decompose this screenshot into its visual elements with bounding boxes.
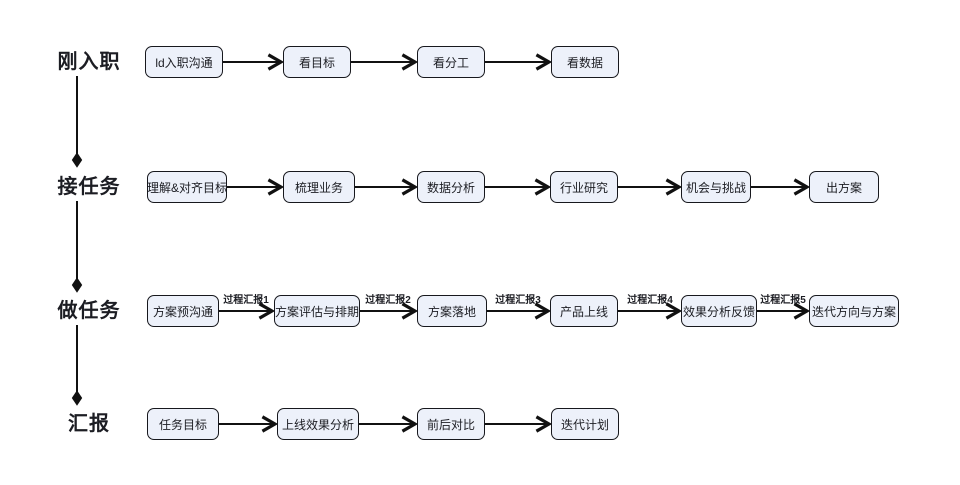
flow-node: 看数据	[551, 46, 619, 78]
diamond-arrowhead	[71, 152, 83, 168]
flow-node: 方案落地	[417, 295, 487, 327]
stage-connector	[71, 76, 83, 406]
diamond-arrowhead	[71, 277, 83, 293]
flow-node: 前后对比	[417, 408, 485, 440]
stage-label-onboarding: 刚入职	[57, 51, 121, 73]
flow-node: 数据分析	[417, 171, 485, 203]
diamond-arrowhead	[71, 390, 83, 406]
stage-label-do-task: 做任务	[57, 300, 121, 322]
arrow-label: 过程汇报3	[495, 295, 541, 306]
flow-node: 迭代计划	[551, 408, 619, 440]
flow-node: 方案预沟通	[147, 295, 219, 327]
flow-node: 迭代方向与方案	[809, 295, 899, 327]
arrow-label: 过程汇报1	[223, 295, 269, 306]
flow-node: 梳理业务	[283, 171, 355, 203]
flow-node: 产品上线	[550, 295, 618, 327]
flow-node: 任务目标	[147, 408, 219, 440]
flow-node: 看分工	[417, 46, 485, 78]
flow-node: 出方案	[809, 171, 879, 203]
stage-label-accept-task: 接任务	[57, 176, 121, 198]
flow-node: 效果分析反馈	[681, 295, 757, 327]
stage-label-report: 汇报	[68, 413, 110, 435]
flow-node: 上线效果分析	[277, 408, 359, 440]
arrow-label: 过程汇报2	[365, 295, 411, 306]
flow-node: 方案评估与排期	[274, 295, 360, 327]
flow-node: 机会与挑战	[681, 171, 751, 203]
arrow-label: 过程汇报5	[760, 295, 806, 306]
flow-node: 看目标	[283, 46, 351, 78]
flow-node: 理解&对齐目标	[147, 171, 227, 203]
flow-node: 行业研究	[550, 171, 618, 203]
flow-node: ld入职沟通	[145, 46, 223, 78]
arrow-label: 过程汇报4	[627, 295, 673, 306]
